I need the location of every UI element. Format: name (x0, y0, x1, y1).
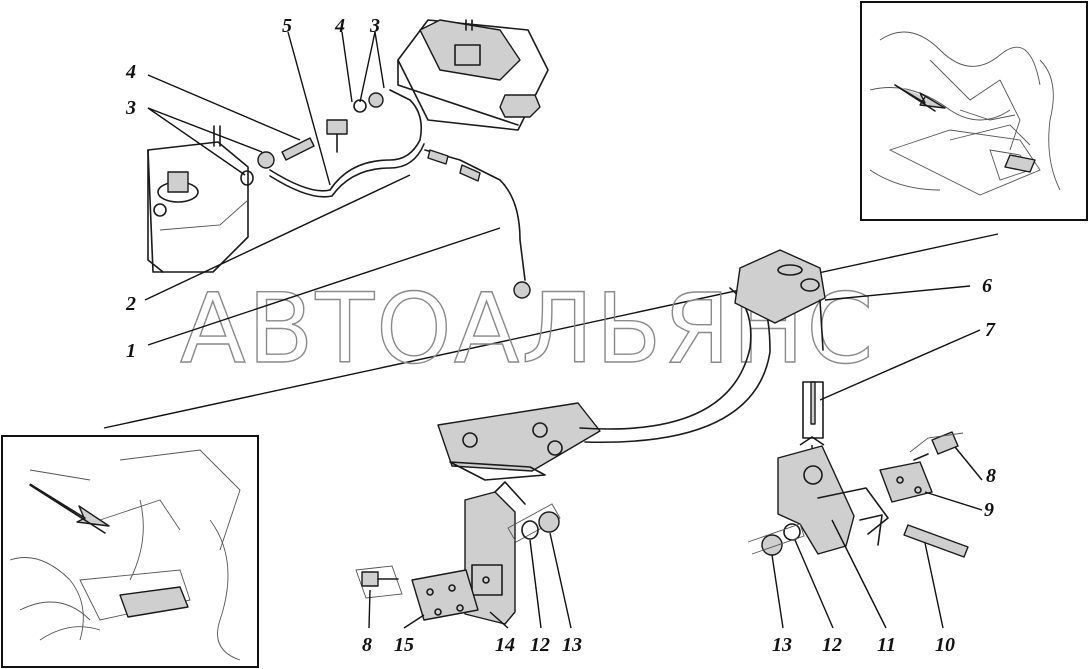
callout-1: 1 (126, 340, 136, 362)
callout-4: 4 (334, 15, 345, 37)
callout-12: 12 (530, 634, 550, 656)
leader-lines-lower (368, 285, 983, 629)
callout-11: 11 (877, 634, 896, 656)
callout-12: 12 (822, 634, 842, 656)
callout-3: 3 (369, 15, 380, 37)
callout-5: 5 (282, 15, 292, 37)
arrow-icon (894, 84, 946, 109)
callout-14: 14 (495, 634, 515, 656)
section-line (103, 233, 999, 429)
callout-7: 7 (985, 319, 996, 341)
fasteners-right (747, 523, 805, 556)
hydraulic-tube-assembly (147, 19, 549, 299)
callout-9: 9 (984, 499, 994, 521)
plate-9 (879, 461, 933, 503)
callout-3: 3 (125, 97, 136, 119)
callout-13: 13 (562, 634, 582, 656)
callout-2: 2 (125, 293, 136, 315)
pedal-assembly (437, 249, 826, 481)
bracket-right (777, 445, 889, 555)
fasteners-left (507, 503, 561, 543)
callout-10: 10 (935, 634, 955, 656)
callout-4: 4 (125, 61, 136, 83)
inset-bottom-left (1, 435, 259, 668)
callout-6: 6 (982, 275, 992, 297)
callout-8: 8 (362, 634, 372, 656)
pin-7 (799, 381, 825, 455)
inset-top-right (860, 1, 1088, 221)
callout-8: 8 (986, 465, 996, 487)
plate-15 (411, 569, 479, 621)
pin-10 (903, 524, 969, 558)
callout-labels: 5 4 3 4 3 2 1 6 7 8 9 10 11 12 13 8 15 1… (125, 15, 996, 656)
callout-13: 13 (772, 634, 792, 656)
leader-lines-upper (144, 31, 501, 346)
bolt-8-right (909, 431, 964, 461)
bracket-left (464, 481, 526, 625)
callout-15: 15 (394, 634, 414, 656)
bolt-8-left (355, 565, 403, 599)
